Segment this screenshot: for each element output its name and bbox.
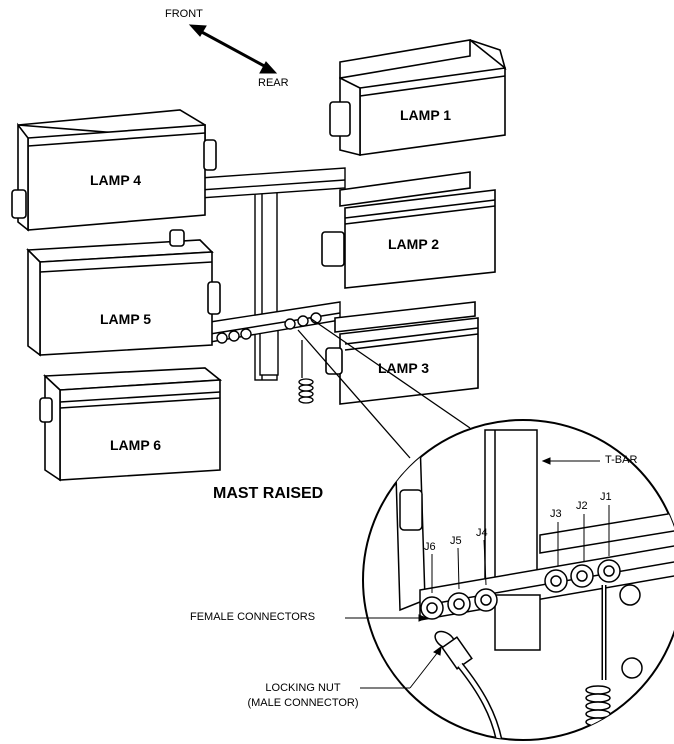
mast-raised-title: MAST RAISED — [213, 485, 324, 502]
mast — [254, 179, 279, 381]
lower-crossbar — [209, 301, 341, 344]
lamp-4-label: LAMP 4 — [90, 172, 142, 188]
coiled-cable — [298, 340, 314, 404]
lamp-3-housing — [325, 301, 479, 405]
lamp-3-label: LAMP 3 — [378, 360, 430, 376]
lamp-2-label: LAMP 2 — [388, 236, 440, 252]
lamp-1-housing — [329, 39, 507, 157]
lamp-6-housing — [39, 367, 223, 482]
lamp-6-label: LAMP 6 — [110, 437, 162, 453]
jack-j4-label: J4 — [476, 527, 488, 539]
tbar-label: T-BAR — [605, 454, 638, 466]
male-connector-label: (MALE CONNECTOR) — [247, 697, 359, 709]
jack-j2-label: J2 — [576, 500, 588, 512]
jack-j1-label: J1 — [600, 491, 612, 503]
upper-crossbar — [199, 167, 346, 199]
jack-j6-label: J6 — [424, 541, 436, 553]
jack-j3-label: J3 — [550, 508, 562, 520]
rear-label: REAR — [258, 77, 289, 89]
detail-leader-lines — [297, 317, 471, 459]
detail-view — [362, 419, 674, 741]
lamp-5-label: LAMP 5 — [100, 311, 152, 327]
label-leaders — [345, 457, 610, 689]
jack-j5-label: J5 — [450, 535, 462, 547]
lamp-4-housing — [11, 109, 217, 232]
front-rear-arrow — [188, 24, 278, 74]
lamp-5-housing — [26, 229, 221, 357]
female-connectors-label: FEMALE CONNECTORS — [190, 611, 316, 623]
front-label: FRONT — [165, 8, 203, 20]
lamp-2-housing — [321, 171, 496, 289]
locking-nut-label: LOCKING NUT — [265, 682, 341, 694]
lamp-1-label: LAMP 1 — [400, 107, 452, 123]
